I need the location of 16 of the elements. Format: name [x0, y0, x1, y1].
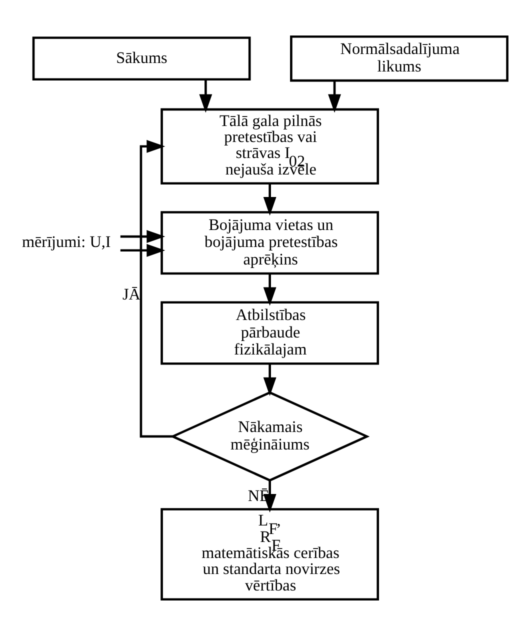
- node-box: Sākums: [32, 36, 251, 80]
- node-box: Normālsadalījuma likums: [290, 34, 508, 82]
- arrow: [120, 243, 166, 256]
- arrow: [263, 480, 276, 512]
- arrow: [263, 182, 276, 216]
- edge-label: JĀ: [122, 286, 140, 303]
- arrow: [140, 139, 172, 438]
- arrow: [120, 230, 166, 243]
- node-diamond: Nākamais mēģināiums: [170, 390, 370, 482]
- arrow: [328, 80, 342, 112]
- node-box: Bojājuma vietas un bojājuma pretestības aprēķins: [160, 210, 380, 274]
- arrow: [263, 273, 276, 306]
- arrow: [199, 78, 212, 112]
- node-text: mērījumi: U,I: [22, 234, 111, 251]
- node-box: Atbilstības pārbaude fizikālajam: [160, 300, 380, 364]
- arrow: [263, 364, 276, 396]
